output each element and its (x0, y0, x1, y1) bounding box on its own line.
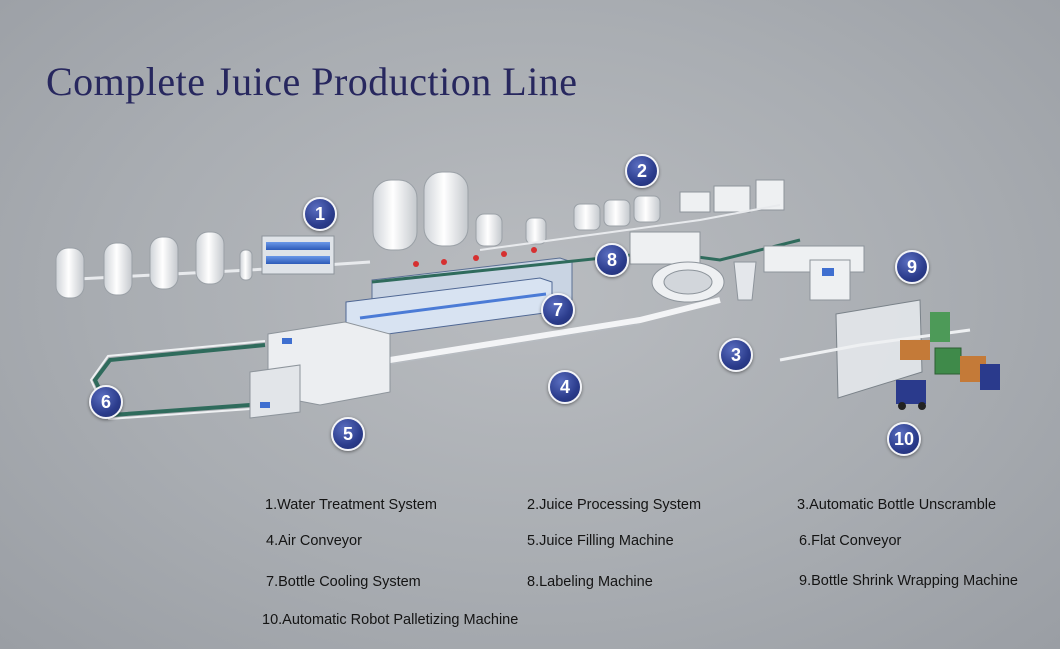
badge-flat-conveyor: 6 (89, 385, 123, 419)
juice-filling-machine (249, 321, 391, 419)
legend-item: 2.Juice Processing System (527, 497, 702, 513)
air-conveyor (389, 297, 721, 365)
shrink-wrapping-machine (763, 245, 865, 301)
badge-shrink-wrapping: 9 (895, 250, 929, 284)
badge-juice-filling: 5 (331, 417, 365, 451)
juice-storage-tanks (372, 171, 661, 251)
legend-item: 6.Flat Conveyor (799, 533, 902, 549)
bottle-cooling-tunnel (345, 257, 573, 339)
legend-item: 1.Water Treatment System (265, 497, 437, 513)
badge-juice-processing: 2 (625, 154, 659, 188)
badge-air-conveyor: 4 (548, 370, 582, 404)
legend-item: 3.Automatic Bottle Unscramble (797, 497, 997, 513)
legend-item: 8.Labeling Machine (527, 574, 653, 590)
labeling-machine (629, 231, 757, 303)
water-treatment-tanks (55, 231, 253, 299)
legend-item: 4.Air Conveyor (266, 533, 362, 549)
legend-item: 10.Automatic Robot Palletizing Machine (262, 612, 519, 628)
robot-palletizing-cell (779, 299, 1000, 410)
legend-item: 5.Juice Filling Machine (527, 533, 674, 549)
badge-bottle-cooling: 7 (541, 293, 575, 327)
badge-palletizing: 10 (887, 422, 921, 456)
page-title: Complete Juice Production Line (46, 59, 578, 104)
juice-processing-machinery (413, 179, 785, 267)
reverse-osmosis-unit (261, 235, 335, 275)
legend-item: 7.Bottle Cooling System (266, 574, 421, 590)
legend-item: 9.Bottle Shrink Wrapping Machine (799, 573, 1018, 589)
badge-water-treatment: 1 (303, 197, 337, 231)
badge-bottle-unscramble: 3 (719, 338, 753, 372)
badge-labeling: 8 (595, 243, 629, 277)
